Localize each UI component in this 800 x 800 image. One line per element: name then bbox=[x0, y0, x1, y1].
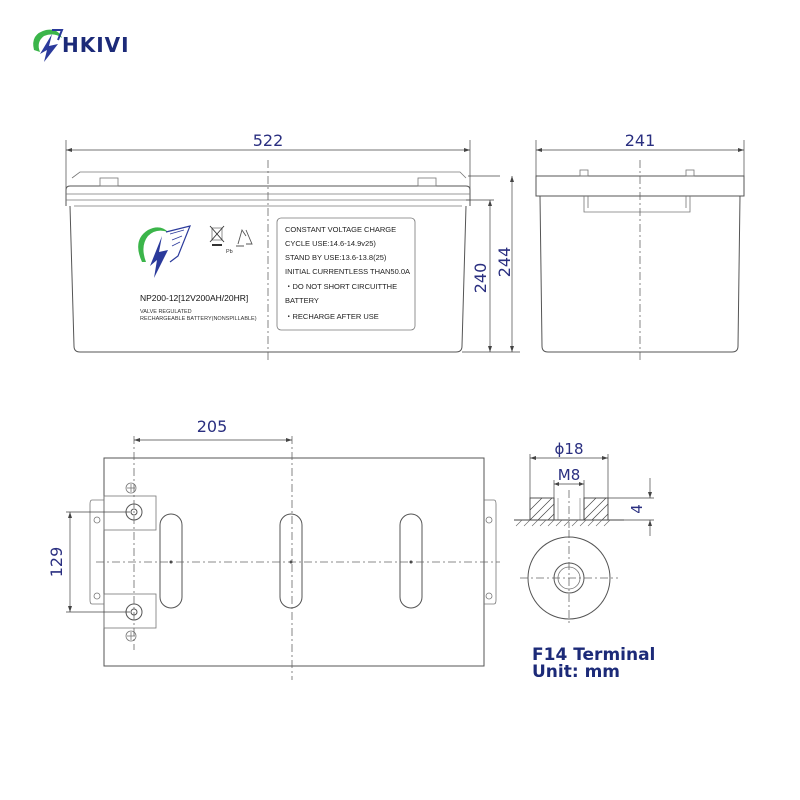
terminal-spacing-dimension: 129 bbox=[47, 547, 66, 578]
brand-logo: HKIVI bbox=[33, 29, 130, 62]
side-view: 241 bbox=[535, 131, 745, 360]
terminal-section bbox=[514, 490, 624, 528]
brand-logo-icon bbox=[33, 29, 64, 62]
model-text: NP200-12[12V200AH/20HR] bbox=[140, 293, 248, 303]
type-line-1: VALVE REGULATED bbox=[140, 309, 192, 315]
brand-name: HKIVI bbox=[62, 33, 130, 57]
negative-terminal bbox=[103, 593, 157, 642]
pb-mark: Pb bbox=[226, 249, 233, 255]
spec-line-4: INITIAL CURRENTLESS THAN50.0A bbox=[285, 267, 410, 276]
recycle-icon bbox=[236, 228, 253, 247]
front-view: 522 Pb NP200-12[12V200A bbox=[65, 131, 520, 360]
terminal-diameter-dimension: ϕ18 bbox=[555, 440, 584, 458]
spec-line-6: BATTERY bbox=[285, 296, 319, 305]
front-overall-height-dimension: 244 bbox=[495, 247, 514, 278]
spec-line-7: ・RECHARGE AFTER USE bbox=[285, 312, 379, 321]
terminal-height-dimension: 4 bbox=[628, 504, 646, 514]
spec-line-5: ・DO NOT SHORT CIRCUITTHE bbox=[285, 282, 397, 291]
positive-terminal bbox=[103, 482, 157, 531]
type-line-2: RECHARGEABLE BATTERY(NONSPILLABLE) bbox=[140, 316, 257, 322]
front-width-dimension: 522 bbox=[253, 131, 284, 150]
terminal-offset-dimension: 205 bbox=[197, 417, 228, 436]
front-height-dimension: 240 bbox=[471, 263, 490, 294]
spec-line-1: CONSTANT VOLTAGE CHARGE bbox=[285, 225, 396, 234]
caption-unit: Unit: mm bbox=[532, 662, 620, 682]
terminal-plan bbox=[520, 530, 618, 626]
caption-terminal: F14 Terminal bbox=[532, 645, 655, 665]
spec-line-2: CYCLE USE:14.6-14.9v25) bbox=[285, 239, 376, 248]
spec-label-box bbox=[276, 217, 416, 331]
terminal-thread-dimension: M8 bbox=[558, 466, 581, 484]
side-depth-dimension: 241 bbox=[625, 131, 656, 150]
spec-line-3: STAND BY USE:13.6-13.8(25) bbox=[285, 253, 387, 262]
battery-logo-icon bbox=[138, 225, 191, 278]
terminal-detail: ϕ18 M8 4 bbox=[514, 440, 654, 626]
crossed-bin-icon: Pb bbox=[209, 225, 233, 255]
top-view: 205 129 bbox=[47, 417, 500, 680]
